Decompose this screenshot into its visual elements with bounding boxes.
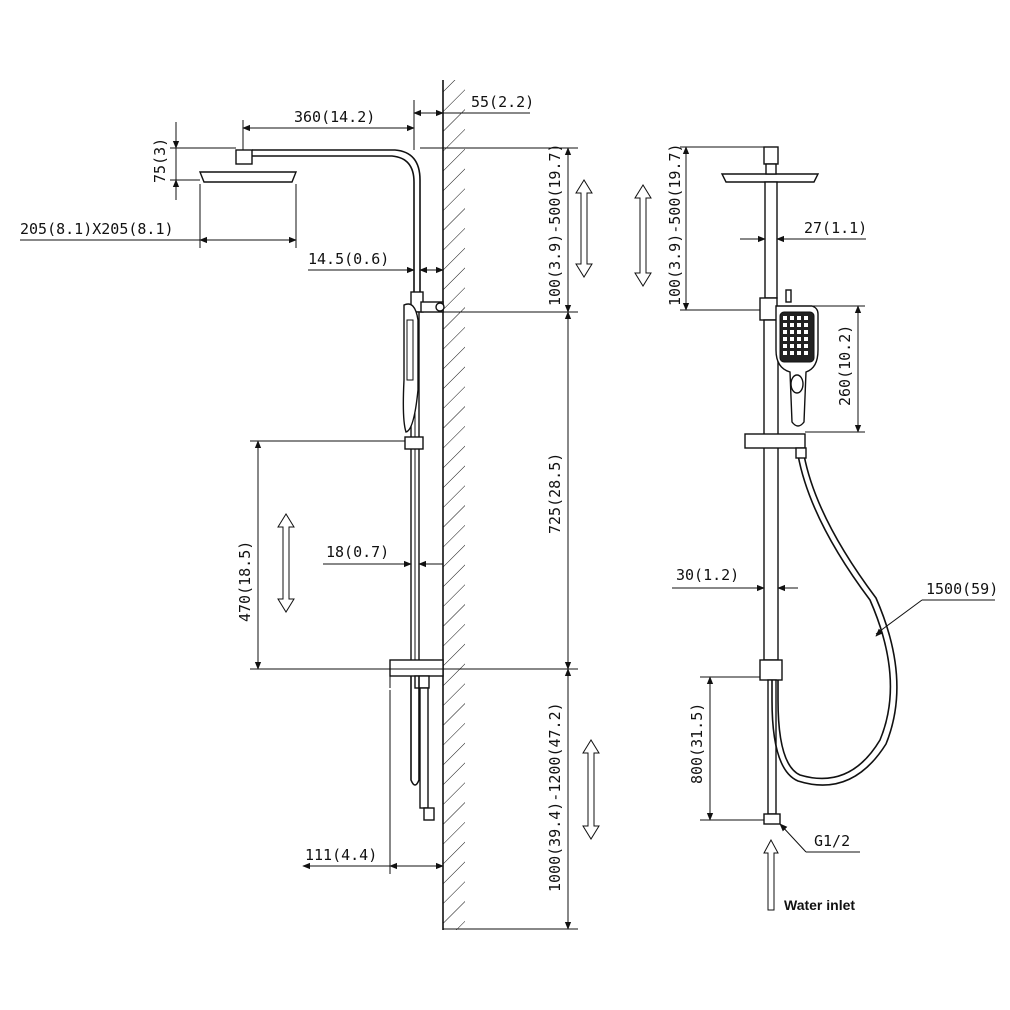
water-inlet-arrow (763, 838, 779, 911)
hose-length-label: 1500(59) (926, 580, 998, 598)
rain-shower-head (198, 149, 298, 183)
head-height-label: 75(3) (151, 138, 169, 183)
head-size-label: 205(8.1)X205(8.1) (20, 220, 174, 238)
column-length-label: 725(28.5) (546, 453, 564, 534)
mixer-depth-label: 111(4.4) (305, 846, 377, 864)
spray-nozzles (783, 316, 808, 355)
right-view: 100(3.9)-500(19.7) 27(1.1) 260(10.2) 30(… (634, 143, 998, 913)
adjust-arrow-right (634, 184, 652, 287)
arm-tube-label: 14.5(0.6) (308, 250, 389, 268)
arm-length-label: 360(14.2) (294, 108, 375, 126)
inlet-thread-label: G1/2 (814, 832, 850, 850)
dimension-lines (20, 109, 572, 930)
left-view: 360(14.2) 55(2.2) 75(3) 205(8.1)X205(8.1… (20, 80, 600, 930)
wall-hatch (442, 80, 465, 930)
hand-shower (402, 303, 419, 433)
shower-arm (252, 149, 421, 300)
rail-width-label: 18(0.7) (326, 543, 389, 561)
slide-travel-label: 470(18.5) (236, 541, 254, 622)
adjust-arrow-upper (575, 179, 593, 278)
handshower-length-label: 260(10.2) (836, 325, 854, 406)
mixer-valve (389, 659, 444, 821)
water-inlet-label: Water inlet (784, 897, 855, 913)
wall-offset-label: 55(2.2) (471, 93, 534, 111)
rain-shower-head-front (720, 146, 820, 183)
side-arm-width-label: 27(1.1) (804, 219, 867, 237)
adjust-arrow-floor (582, 739, 600, 840)
side-upper-adjust-label: 100(3.9)-500(19.7) (666, 143, 684, 306)
inlet-height-label: 800(31.5) (688, 703, 706, 784)
extension-lines (170, 100, 578, 930)
floor-adjust-label: 1000(39.4)-1200(47.2) (546, 702, 564, 892)
side-column-width-label: 30(1.2) (676, 566, 739, 584)
shower-hose (771, 447, 898, 786)
riser-column-front (744, 181, 806, 825)
adjust-arrow-slide (277, 513, 295, 613)
upper-adjust-label: 100(3.9)-500(19.7) (546, 143, 564, 306)
dimension-lines-right (672, 146, 995, 853)
